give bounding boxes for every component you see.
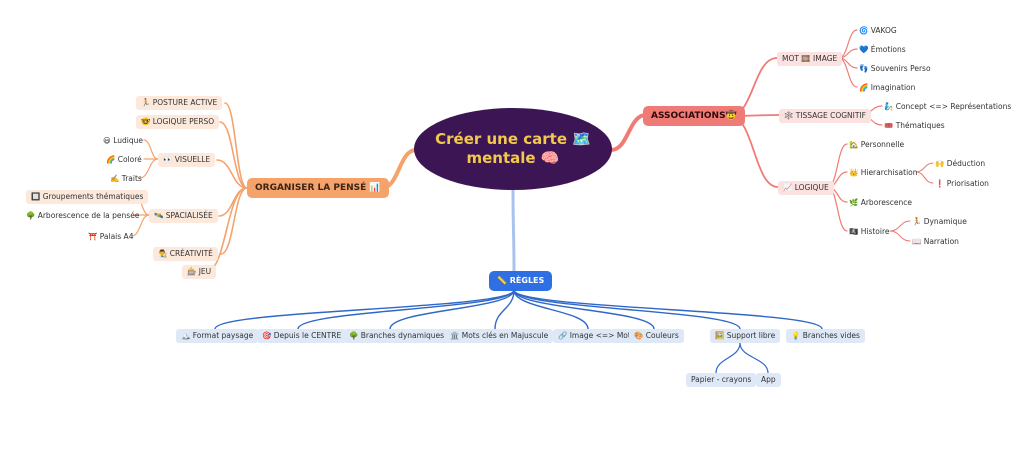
leaf-papier-crayons[interactable]: Papier - crayons xyxy=(686,373,757,387)
leaf-vakog[interactable]: 🌀 VAKOG xyxy=(859,26,897,35)
link-visuelle-leaf-0 xyxy=(143,139,159,160)
subtopic-creativite[interactable]: 👨‍🎨 CRÉATIVITÉ xyxy=(153,247,218,261)
link-histoire-leaf-1 xyxy=(889,230,911,242)
leaf-mots-cles-en-majuscule[interactable]: 🏛️ Mots clés en Majuscule xyxy=(445,329,554,343)
leaf-souvenirs-perso[interactable]: 👣 Souvenirs Perso xyxy=(859,64,931,73)
leaf-depuis-le-centre[interactable]: 🎯 Depuis le CENTRE xyxy=(257,329,347,343)
central-topic[interactable]: Créer une carte 🗺️ mentale 🧠 xyxy=(414,108,612,190)
leaf-traits[interactable]: ✍️ Traits xyxy=(110,174,142,183)
link-regles-leaf-1 xyxy=(297,289,515,330)
link-hierarchisation-leaf-1 xyxy=(915,171,934,184)
topic-associations[interactable]: ASSOCIATIONS🤠 xyxy=(643,106,745,126)
leaf-hierarchisation[interactable]: 👑 Hierarchisation xyxy=(849,168,918,177)
link-central-regles xyxy=(511,188,516,273)
leaf-image-mot[interactable]: 🔗 Image <=> Mot xyxy=(553,329,636,343)
leaf-groupements-thematiques[interactable]: 🔲 Groupements thématiques xyxy=(26,190,149,204)
link-regles-leaf-6 xyxy=(513,289,741,330)
subtopic-posture-active[interactable]: 🏃 POSTURE ACTIVE xyxy=(136,96,223,110)
link-regles-leaf-5 xyxy=(513,289,655,330)
central-topic-title: Créer une carte 🗺️ mentale 🧠 xyxy=(435,130,591,167)
link-regles-leaf-2 xyxy=(389,289,515,330)
link-histoire-leaf-0 xyxy=(889,220,911,232)
leaf-imagination[interactable]: 🌈 Imagination xyxy=(859,83,916,92)
subtopic-jeu[interactable]: 🎰 JEU xyxy=(182,265,217,279)
link-organiser-sub-0 xyxy=(224,102,248,189)
leaf-dynamique[interactable]: 🏃 Dynamique xyxy=(912,217,967,226)
subtopic-visuelle[interactable]: 👀 VISUELLE xyxy=(158,153,216,167)
link-organiser-sub-2 xyxy=(216,159,248,189)
topic-organiser-label: ORGANISER LA PENSÉ 📊 xyxy=(255,183,381,193)
link-organiser-sub-1 xyxy=(219,121,248,189)
leaf-priorisation[interactable]: ❗ Priorisation xyxy=(935,179,989,188)
leaf-support-libre[interactable]: 🖼️ Support libre xyxy=(710,329,781,343)
link-central-associations xyxy=(609,113,648,152)
link-organiser-sub-3 xyxy=(218,187,248,217)
link-spacialisee-leaf-2 xyxy=(131,214,150,237)
leaf-personnelle[interactable]: 🏡 Personnelle xyxy=(849,140,905,149)
leaf-thematiques[interactable]: 🎟️ Thématiques xyxy=(884,121,945,130)
leaf-format-paysage[interactable]: 🏔️ Format paysage xyxy=(176,329,259,343)
leaf-colore[interactable]: 🌈 Coloré xyxy=(106,155,142,164)
leaf-emotions[interactable]: 💙 Émotions xyxy=(859,45,906,54)
link-associations-sub-2 xyxy=(729,115,779,188)
leaf-histoire[interactable]: 🏴‍☠️ Histoire xyxy=(849,227,890,236)
link-support-leaf-0 xyxy=(715,342,741,374)
link-regles-leaf-7 xyxy=(513,289,823,330)
leaf-arborescence-de-la-pensee[interactable]: 🌳 Arborescence de la pensée xyxy=(26,211,140,220)
topic-regles[interactable]: 📏 RÈGLES xyxy=(489,271,553,291)
leaf-couleurs[interactable]: 🎨 Couleurs xyxy=(629,329,684,343)
leaf-arborescence[interactable]: 🌿 Arborescence xyxy=(849,198,912,207)
leaf-concept-representations[interactable]: 🧞 Concept <=> Représentations xyxy=(884,102,1012,111)
link-regles-leaf-0 xyxy=(214,289,515,330)
link-visuelle-leaf-2 xyxy=(139,158,159,179)
leaf-app[interactable]: App xyxy=(756,373,781,387)
leaf-deduction[interactable]: 🙌 Déduction xyxy=(935,159,986,168)
link-regles-leaf-4 xyxy=(513,289,589,330)
subtopic-logique-perso[interactable]: 🤓 LOGIQUE PERSO xyxy=(136,115,220,129)
leaf-ludique[interactable]: 😃 Ludique xyxy=(103,136,143,145)
topic-associations-label: ASSOCIATIONS🤠 xyxy=(651,111,737,121)
subtopic-logique[interactable]: 📈 LOGIQUE xyxy=(778,181,834,195)
leaf-branches-dynamiques[interactable]: 🌳 Branches dynamiques xyxy=(344,329,450,343)
subtopic-tissage-cognitif[interactable]: 🕸️ TISSAGE COGNITIF xyxy=(779,109,871,123)
topic-organiser-la-pense[interactable]: ORGANISER LA PENSÉ 📊 xyxy=(247,178,389,198)
link-regles-leaf-3 xyxy=(494,289,515,330)
link-organiser-sub-4 xyxy=(220,187,248,255)
leaf-palais-a4[interactable]: ⛩️ Palais A4 xyxy=(88,232,134,241)
topic-regles-label: 📏 RÈGLES xyxy=(497,276,545,285)
subtopic-mot-image[interactable]: MOT 🎞️ IMAGE xyxy=(777,52,843,66)
subtopic-spacialisee[interactable]: 🛰️ SPACIALISÉE xyxy=(149,209,218,223)
leaf-branches-vides[interactable]: 💡 Branches vides xyxy=(786,329,865,343)
leaf-narration[interactable]: 📖 Narration xyxy=(912,237,959,246)
link-support-leaf-1 xyxy=(739,342,769,374)
